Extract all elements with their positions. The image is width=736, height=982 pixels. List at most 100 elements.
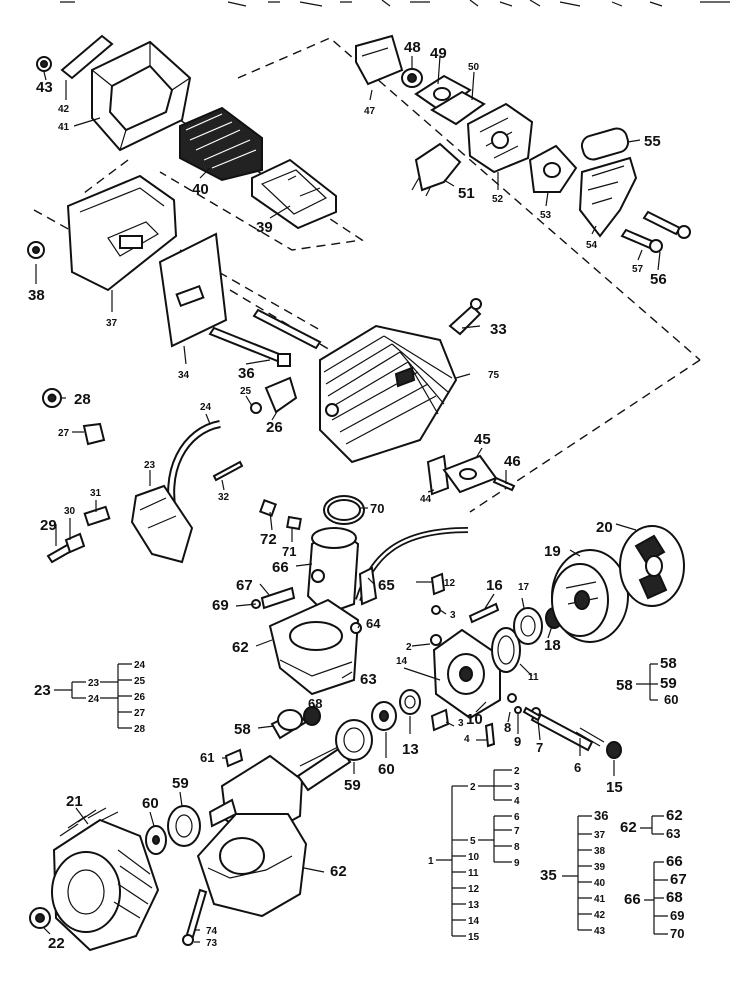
callout-52: 52 (492, 194, 504, 205)
callout-15: 15 (606, 779, 623, 796)
piston-pin (251, 586, 296, 610)
callout-59: 59 (344, 777, 361, 794)
b1-item-1: 11 (468, 868, 479, 879)
b35-item-0: 36 (594, 808, 608, 823)
callout-51: 51 (458, 185, 475, 202)
crank-key-61 (224, 748, 244, 768)
callout-14: 14 (396, 656, 408, 667)
b58-item-0: 58 (660, 655, 677, 672)
callout-62a: 62 (232, 639, 249, 656)
clip-27 (82, 422, 106, 446)
b35-parent: 35 (540, 867, 557, 884)
callout-11: 11 (528, 672, 539, 683)
breakdown-58: 58 58 59 60 (616, 655, 678, 707)
b1-g5-item-3: 9 (514, 858, 520, 869)
filter-holder (251, 158, 337, 230)
callout-54: 54 (586, 240, 598, 251)
clutch-drum (551, 549, 629, 643)
callout-17: 17 (518, 582, 530, 593)
callout-3b: 3 (458, 718, 464, 729)
callout-16: 16 (486, 577, 503, 594)
b23-item-1: 25 (134, 676, 146, 687)
b23-item-2: 26 (134, 692, 146, 703)
callout-71: 71 (282, 544, 296, 559)
callout-75: 75 (488, 370, 500, 381)
piston-ring (323, 495, 365, 525)
impulse-block (426, 454, 450, 496)
callout-12: 12 (444, 578, 456, 589)
callout-49: 49 (430, 45, 447, 62)
spark-plug-boot (250, 376, 298, 414)
air-intake-elbow (578, 156, 638, 238)
callout-30: 30 (64, 506, 76, 517)
callout-57: 57 (632, 264, 644, 275)
callout-25: 25 (240, 386, 252, 397)
air-filter-cover (91, 40, 192, 152)
callout-68: 68 (308, 696, 322, 711)
callout-38: 38 (28, 287, 45, 304)
b66-item-3: 69 (670, 908, 684, 923)
bearing-59-left (167, 805, 201, 847)
callout-8: 8 (504, 720, 511, 735)
muffler-bolts (208, 308, 322, 367)
b66-parent: 66 (624, 891, 641, 908)
b62-parent: 62 (620, 819, 637, 836)
callout-40: 40 (192, 181, 209, 198)
b1-g5-item-2: 8 (514, 842, 520, 853)
b23-parent: 23 (34, 682, 51, 699)
b66-item-4: 70 (670, 926, 684, 941)
b1-item-2: 12 (468, 884, 480, 895)
parts-72-71 (259, 499, 302, 531)
b1-g5-item-1: 7 (514, 826, 520, 837)
callout-7: 7 (536, 740, 543, 755)
callout-23: 23 (144, 460, 156, 471)
seal-60-right (371, 701, 397, 731)
callout-48: 48 (404, 39, 421, 56)
fuel-line (355, 527, 469, 606)
b35-item-2: 38 (594, 846, 606, 857)
spark-plug (448, 298, 482, 336)
choke-lever (411, 142, 462, 197)
callout-55: 55 (644, 133, 661, 150)
breakdown-35: 35 36 37 38 39 40 41 42 43 (540, 808, 608, 937)
callout-18: 18 (544, 637, 561, 654)
callout-29: 29 (40, 517, 57, 534)
callout-46: 46 (504, 453, 521, 470)
b1-g2-item-0: 2 (514, 766, 520, 777)
callout-56: 56 (650, 271, 667, 288)
callout-63: 63 (360, 671, 377, 688)
carb-flange (528, 144, 578, 193)
callout-67: 67 (236, 577, 253, 594)
cover-plate (36, 34, 114, 80)
crankcase-lower (196, 813, 308, 918)
callout-60: 60 (378, 761, 395, 778)
piston (306, 526, 360, 616)
nut-28 (42, 388, 62, 408)
b23-item-0: 24 (134, 660, 146, 671)
b1-g2-label: 2 (470, 782, 476, 793)
breakdown-1: 1 2 2 3 4 5 6 7 8 9 10 11 12 13 14 15 (428, 766, 520, 943)
callout-62b: 62 (330, 863, 347, 880)
b58-parent: 58 (616, 677, 633, 694)
callout-53: 53 (540, 210, 552, 221)
callout-10: 10 (466, 711, 483, 728)
carb-gasket (414, 74, 472, 114)
carb-insulator (430, 90, 486, 126)
screw-16 (468, 602, 500, 624)
callout-32: 32 (218, 492, 230, 503)
callout-74: 74 (206, 926, 218, 937)
callout-9: 9 (514, 734, 521, 749)
callout-73: 73 (206, 938, 218, 949)
callout-72: 72 (260, 531, 277, 548)
callout-60b: 60 (142, 795, 159, 812)
flywheel (51, 807, 160, 952)
b35-item-6: 42 (594, 910, 606, 921)
muffler-gasket (158, 232, 228, 348)
b35-item-1: 37 (594, 830, 606, 841)
callout-28: 28 (74, 391, 91, 408)
o-ring (580, 127, 630, 161)
callout-6: 6 (574, 760, 581, 775)
clutch-assembly (619, 525, 685, 607)
b66-item-1: 67 (670, 871, 687, 888)
